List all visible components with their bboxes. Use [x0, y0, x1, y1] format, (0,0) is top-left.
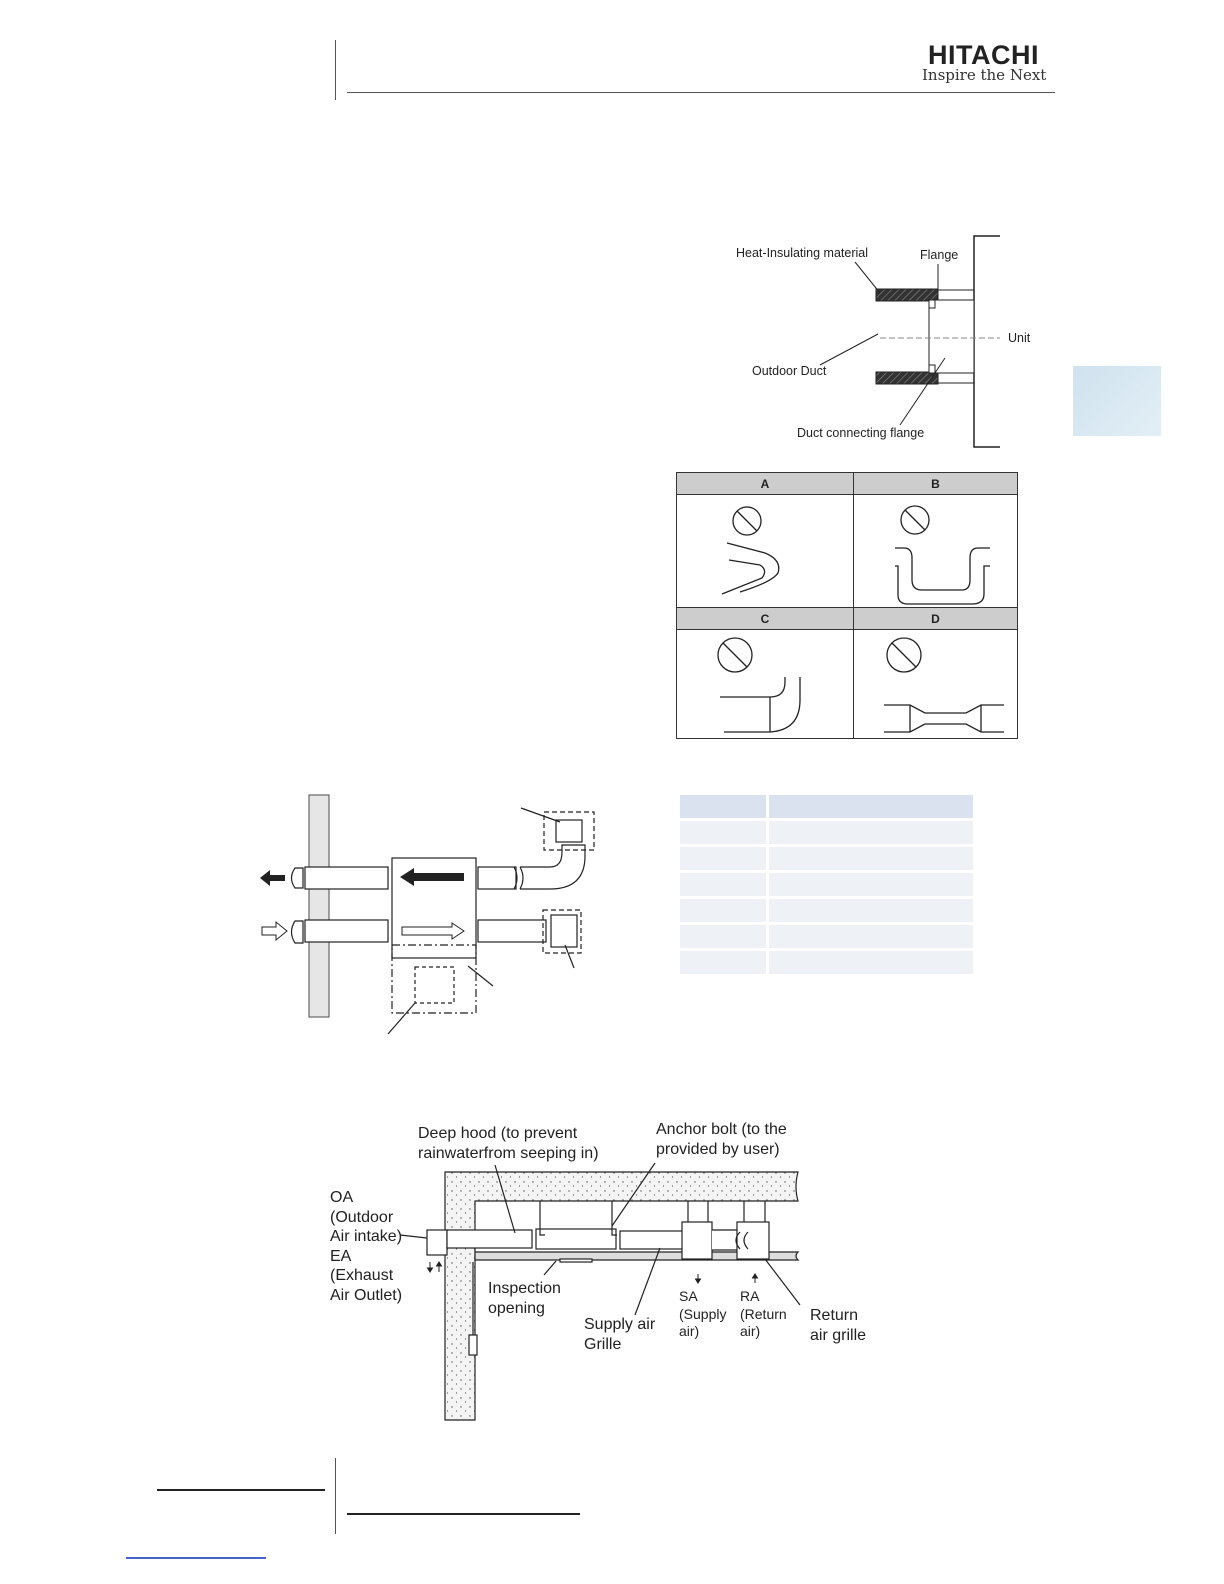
bend-column-divider [853, 473, 855, 738]
label-duct-connecting-flange: Duct connecting flange [797, 426, 925, 440]
table-row [680, 821, 973, 844]
prohibited-icon-d [886, 637, 922, 673]
label-return-air-grille: Return air grille [810, 1307, 867, 1344]
table-row [680, 873, 973, 896]
footer-vertical-rule [335, 1458, 337, 1534]
table-row [680, 847, 973, 870]
bend-header-a: A [677, 473, 853, 495]
table-row [680, 951, 973, 974]
spec-table [680, 795, 973, 977]
label-anchor-bolt: Anchor bolt (to the provided by user) [656, 1121, 787, 1158]
prohibited-bends-table: A B C D [676, 472, 1018, 739]
prohibited-bends-drawings [717, 505, 1004, 733]
duct-layout-diagram [260, 794, 595, 1035]
label-unit: Unit [1008, 331, 1031, 345]
brand-logo: HITACHI [928, 40, 1039, 70]
footer-link-underline[interactable] [126, 1557, 266, 1559]
label-ra: RA (Return air) [740, 1288, 787, 1339]
label-sa: SA (Supply air) [679, 1288, 727, 1339]
flange-diagram [819, 235, 1000, 448]
spec-table-header [680, 795, 973, 818]
prohibited-icon-a [732, 506, 762, 536]
prohibited-icon-c [717, 637, 753, 673]
label-inspection-opening: Inspection opening [488, 1280, 561, 1317]
prohibited-icon-b [900, 505, 930, 535]
bend-header-d: D [854, 608, 1017, 630]
header-vertical-rule [335, 40, 337, 100]
bend-header-b: B [854, 473, 1017, 495]
bend-row-divider [677, 607, 1017, 609]
ceiling-installation-diagram [399, 1162, 801, 1421]
label-deep-hood: Deep hood (to prevent rainwaterfrom seep… [418, 1125, 599, 1162]
footer-left-rule [157, 1489, 325, 1491]
label-oa-ea: OA (Outdoor Air intake) EA (Exhaust Air … [330, 1189, 403, 1304]
table-row [680, 925, 973, 948]
label-outdoor-duct: Outdoor Duct [752, 364, 827, 378]
table-row [680, 899, 973, 922]
bend-header-c: C [677, 608, 853, 630]
chapter-side-tab [1073, 366, 1161, 436]
label-heat-insulating: Heat-Insulating material [736, 246, 869, 260]
label-flange: Flange [920, 248, 959, 262]
brand-tagline: Inspire the Next [922, 66, 1047, 84]
header-horizontal-rule [347, 92, 1055, 94]
label-supply-air-grille: Supply air Grille [584, 1316, 656, 1353]
footer-right-rule [347, 1513, 580, 1515]
